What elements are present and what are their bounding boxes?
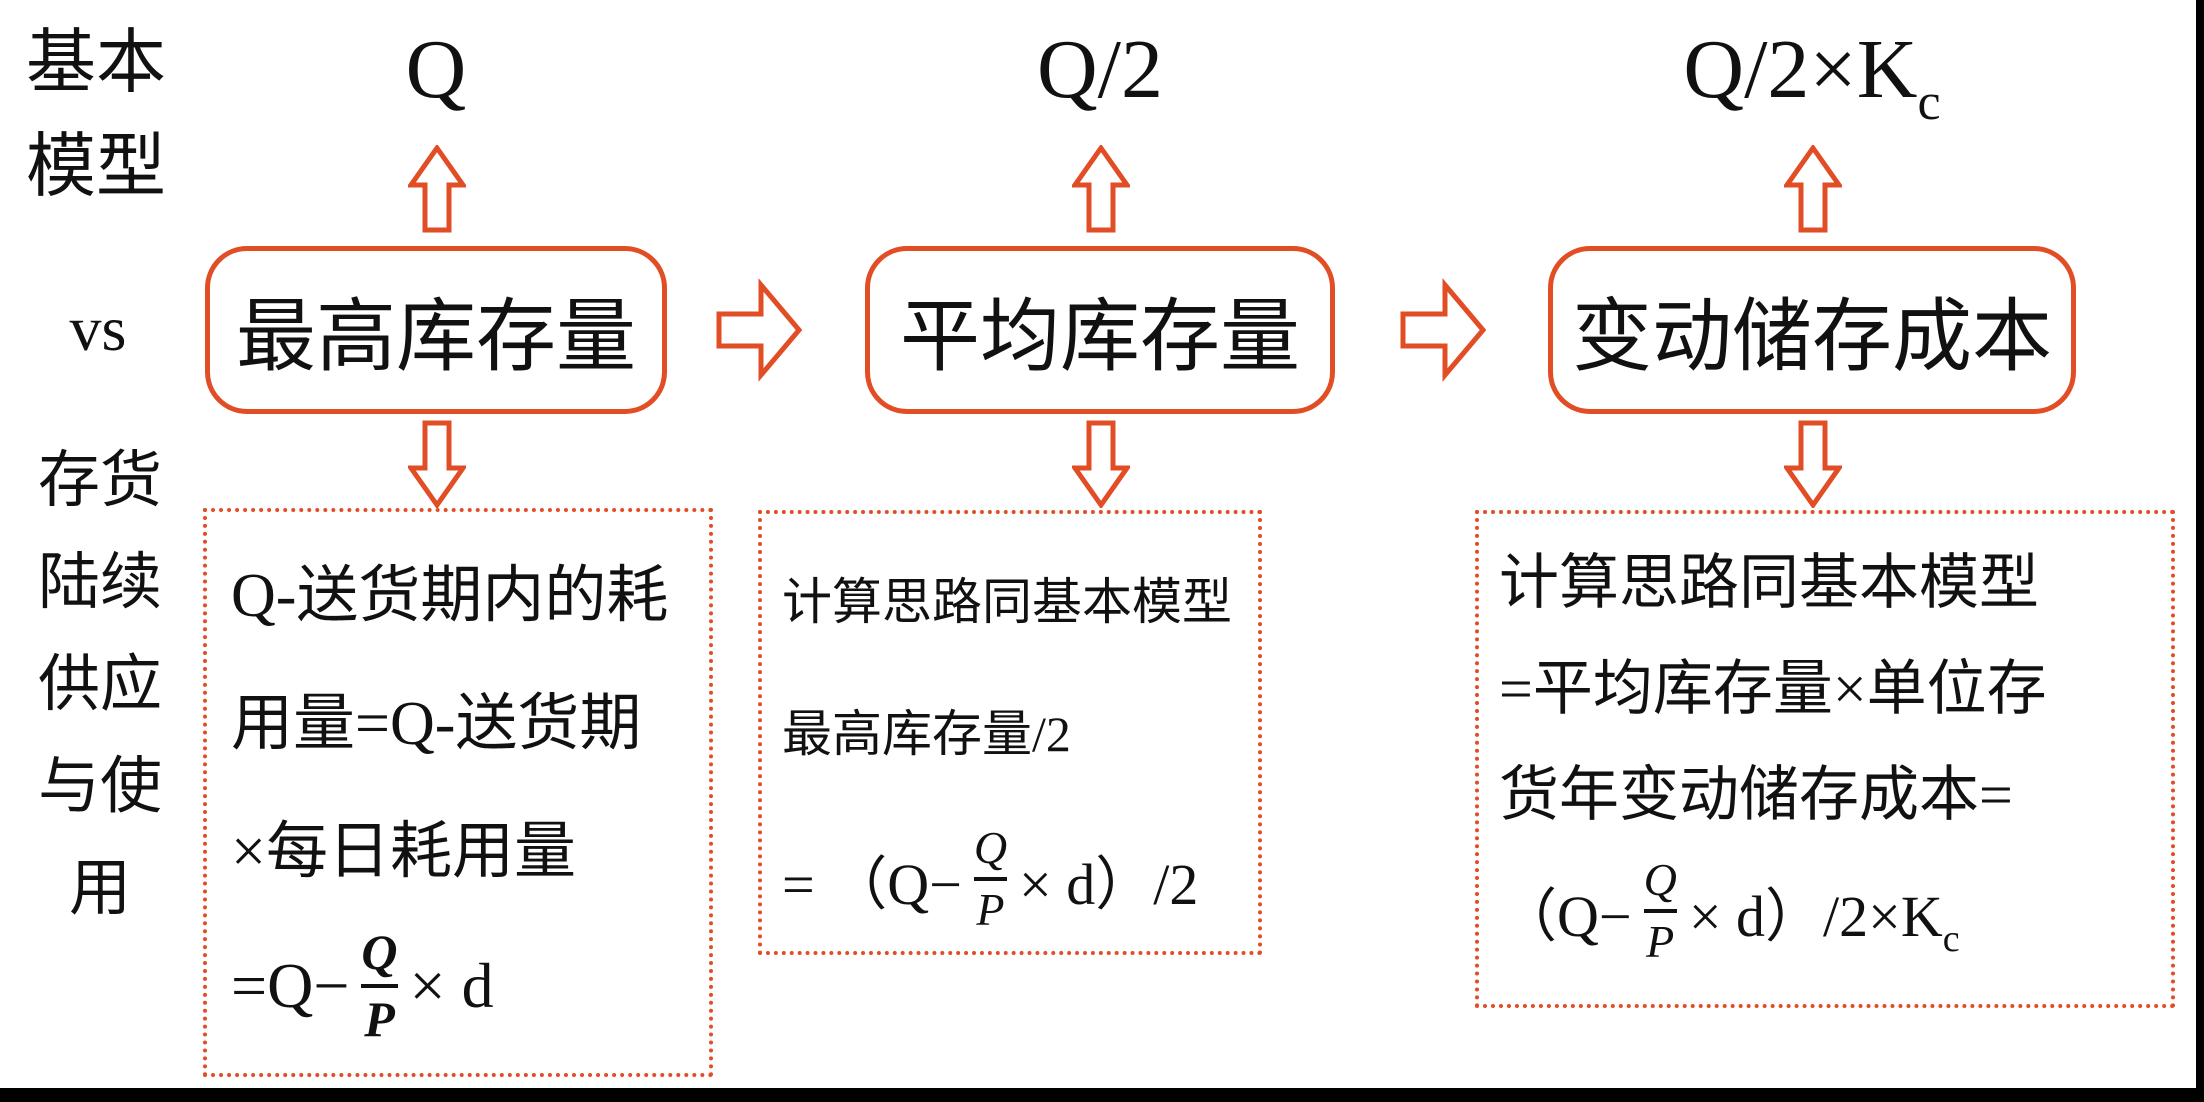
note-line: =平均库存量×单位存 [1499,656,2047,722]
fraction-denominator: P [1646,916,1675,968]
fraction-bar [973,877,1008,882]
top-formula-q: Q [336,22,536,151]
down-arrow-icon [408,420,466,508]
fraction-numerator: Q [973,822,1008,873]
formula-prefix: （Q− [1499,884,1632,950]
top-formula-q-main: Q [405,23,467,116]
label-basic-model: 基本 模型 [26,12,186,220]
right-arrow-icon [716,278,802,382]
note-line: 货年变动储存成本= [1499,762,2013,828]
label-gradual-line1: 存货 [37,447,162,515]
top-formula-q-half-kc-main: Q/2×K [1683,23,1918,116]
down-arrow-icon [1072,420,1130,508]
label-gradual-line3: 供应 [37,651,162,719]
fraction-bar [1643,909,1677,914]
up-arrow-icon [408,145,466,233]
note-line: ×每日耗用量 [231,818,576,886]
right-arrow-icon [1400,278,1486,382]
note-line: 最高库存量/2 [782,706,1071,762]
note-line: 计算思路同基本模型 [782,574,1232,630]
fraction-numerator: Q [361,924,398,980]
fraction-denominator: P [364,990,395,1047]
flow-box-variable-storage-cost: 变动储存成本 [1548,246,2076,414]
label-gradual-line2: 陆续 [37,549,162,617]
down-arrow-icon [1784,420,1842,508]
up-arrow-icon [1784,145,1842,233]
formula-prefix: =Q− [231,949,350,1021]
label-basic-model-line1: 基本 [26,25,166,102]
label-gradual-supply-model: 存货 陆续 供应 与使 用 [20,430,180,940]
formula-subscript: c [1942,917,1960,960]
label-gradual-line5: 用 [68,855,131,923]
formula-suffix: × d [409,949,494,1021]
flow-box-max-inventory: 最高库存量 [205,246,667,414]
flow-box-average-inventory: 平均库存量 [865,246,1335,414]
formula-suffix: × d）/2×K [1688,884,1943,950]
fraction-bar [361,983,398,988]
top-formula-q-half-main: Q/2 [1037,23,1163,116]
note-line: 计算思路同基本模型 [1499,550,2039,616]
right-frame-bar [2196,0,2204,1102]
top-formula-q-half-kc: Q/2×Kc [1622,22,2002,151]
fraction-denominator: P [976,884,1005,936]
label-basic-model-line2: 模型 [26,129,166,206]
note-line: Q-送货期内的耗 [231,562,669,630]
top-formula-q-half-kc-sub: c [1917,74,1941,131]
label-gradual-line4: 与使 [37,753,162,821]
label-vs: vs [69,293,127,364]
formula-suffix: × d）/2 [1019,852,1199,918]
top-formula-q-half: Q/2 [990,22,1210,151]
note-line: 用量=Q-送货期 [231,690,642,758]
formula-prefix: = （Q− [782,852,962,918]
fraction-numerator: Q [1643,854,1677,905]
bottom-frame-bar [0,1088,2204,1102]
up-arrow-icon [1072,145,1130,233]
